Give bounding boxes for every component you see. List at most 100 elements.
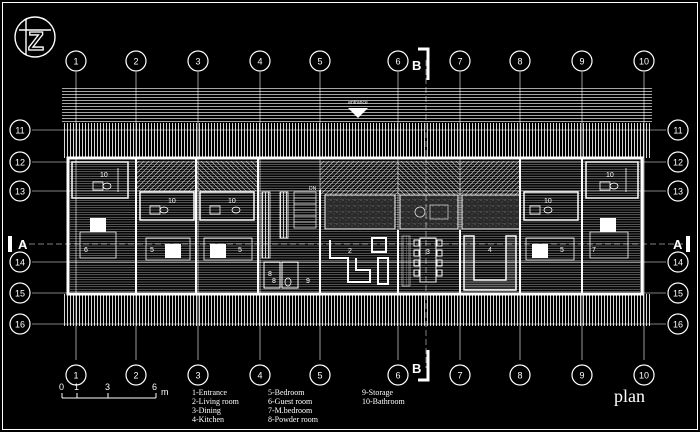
scale-bar xyxy=(61,393,157,399)
svg-text:4: 4 xyxy=(257,371,262,381)
svg-text:16: 16 xyxy=(673,320,683,330)
room-number: 5 xyxy=(532,247,536,254)
legend-col-1: 1-Entrance 2-Living room 3-Dining 4-Kitc… xyxy=(192,388,239,424)
legend-item: 4-Kitchen xyxy=(192,415,224,424)
grid-bubble-col-top: 10 xyxy=(633,50,655,72)
svg-text:5: 5 xyxy=(317,57,322,67)
grid-bubble-col-top: 8 xyxy=(509,50,531,72)
entrance-arrow-icon xyxy=(348,108,368,118)
svg-text:11: 11 xyxy=(673,126,682,136)
grid-bubble-col-bottom: 4 xyxy=(249,364,271,386)
svg-text:4: 4 xyxy=(257,57,262,67)
grid-bubble-row-right: 16 xyxy=(667,313,689,335)
svg-text:14: 14 xyxy=(673,258,683,268)
svg-text:8: 8 xyxy=(517,57,522,67)
svg-text:2: 2 xyxy=(133,371,138,381)
grid-bubble-row-right: 12 xyxy=(667,151,689,173)
bed xyxy=(90,218,106,232)
scale-tick-3: 3 xyxy=(105,382,111,392)
room-number: 10 xyxy=(606,172,614,179)
grid-bubble-col-top: 2 xyxy=(125,50,147,72)
room-number: 5 xyxy=(560,247,564,254)
section-marker-a-right: A xyxy=(673,236,690,252)
svg-text:10: 10 xyxy=(639,371,649,381)
svg-text:9: 9 xyxy=(579,371,584,381)
svg-text:11: 11 xyxy=(15,126,24,136)
room-number: 10 xyxy=(228,198,236,205)
grid-bubble-row-right: 15 xyxy=(667,282,689,304)
legend-item: 5-Bedroom xyxy=(268,388,305,397)
legend-item: 7-M.bedroom xyxy=(268,406,313,415)
grid-bubble-row-left: 11 xyxy=(9,119,31,141)
section-marker-b-top: B xyxy=(412,47,430,80)
scale-tick-1: 1 xyxy=(74,382,80,392)
svg-text:12: 12 xyxy=(673,158,683,168)
room-number: 10 xyxy=(544,198,552,205)
courtyard-2 xyxy=(399,194,459,230)
svg-text:7: 7 xyxy=(457,57,462,67)
room-number: 6 xyxy=(84,247,88,254)
section-marker-b-bottom: B xyxy=(412,350,430,382)
bed xyxy=(210,244,226,258)
svg-text:10: 10 xyxy=(639,57,649,67)
grid-bubble-row-left: 12 xyxy=(9,151,31,173)
svg-text:B: B xyxy=(412,58,421,73)
room-number: 2 xyxy=(348,248,352,255)
svg-text:A: A xyxy=(18,237,28,252)
svg-text:13: 13 xyxy=(15,187,25,197)
room-number: 5 xyxy=(238,247,242,254)
grid-bubble-row-right: 14 xyxy=(667,251,689,273)
room-number: 3 xyxy=(426,249,430,256)
scale-tick-6: 6 xyxy=(152,382,158,392)
grid-bubble-row-left: 15 xyxy=(9,282,31,304)
room-number: 10 xyxy=(100,172,108,179)
legend-item: 3-Dining xyxy=(192,406,221,415)
svg-text:15: 15 xyxy=(673,289,683,299)
legend-item: 1-Entrance xyxy=(192,388,228,397)
grid-bubble-col-bottom: 7 xyxy=(449,364,471,386)
svg-text:7: 7 xyxy=(457,371,462,381)
legend-item: 8-Powder room xyxy=(268,415,318,424)
svg-text:14: 14 xyxy=(15,258,25,268)
room-number: 8 xyxy=(268,271,272,278)
dining-table xyxy=(413,237,443,283)
svg-text:12: 12 xyxy=(15,158,25,168)
grid-bubble-col-bottom: 10 xyxy=(633,364,655,386)
svg-text:3: 3 xyxy=(195,57,200,67)
svg-text:15: 15 xyxy=(15,289,25,299)
room-number: 7 xyxy=(592,247,596,254)
legend-item: 9-Storage xyxy=(362,388,394,397)
svg-text:6: 6 xyxy=(395,57,400,67)
section-marker-a-left: A xyxy=(8,236,28,252)
legend-col-2: 5-Bedroom 6-Guest room 7-M.bedroom 8-Pow… xyxy=(268,388,318,424)
legend-item: 6-Guest room xyxy=(268,397,313,406)
svg-text:1: 1 xyxy=(73,57,78,67)
svg-text:9: 9 xyxy=(579,57,584,67)
bed xyxy=(165,244,181,258)
grid-bubble-col-top: 7 xyxy=(449,50,471,72)
living-furniture xyxy=(329,237,389,285)
legend-item: 10-Bathroom xyxy=(362,397,405,406)
grid-bubble-col-bottom: 9 xyxy=(571,364,593,386)
kitchen-counter xyxy=(463,235,517,291)
grid-bubble-col-top: 4 xyxy=(249,50,271,72)
courtyard-3 xyxy=(461,194,521,230)
courtyard-1 xyxy=(324,194,396,230)
room-number: 5 xyxy=(150,247,154,254)
svg-text:13: 13 xyxy=(673,187,683,197)
grid-bubble-col-bottom: 1 xyxy=(65,364,87,386)
logo-icon: Z xyxy=(14,16,56,58)
grid-bubble-col-top: 6 xyxy=(387,50,409,72)
room-number: 4 xyxy=(488,247,492,254)
grid-bubble-col-top: 5 xyxy=(309,50,331,72)
grid-bubble-col-bottom: 2 xyxy=(125,364,147,386)
legend-item: 2-Living room xyxy=(192,397,239,406)
svg-text:A: A xyxy=(673,237,683,252)
legend-col-3: 9-Storage 10-Bathroom xyxy=(362,388,405,406)
eaves-strip-top xyxy=(62,123,652,158)
scale-tick-0: 0 xyxy=(59,382,65,392)
parquet-band xyxy=(136,161,520,195)
grid-bubble-col-bottom: 5 xyxy=(309,364,331,386)
grid-bubble-row-right: 11 xyxy=(667,119,689,141)
